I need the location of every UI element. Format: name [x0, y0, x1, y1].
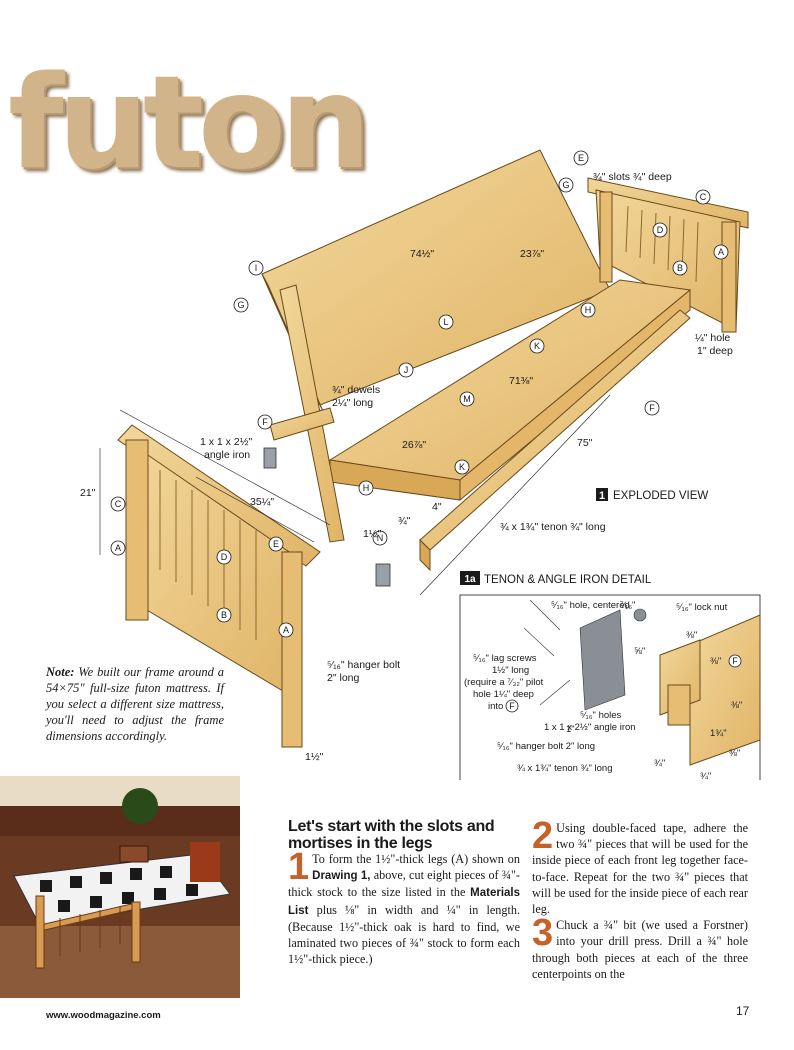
svg-text:D: D: [221, 552, 228, 562]
svg-text:K: K: [534, 341, 540, 351]
svg-text:1¾": 1¾": [710, 728, 727, 739]
step-2-number: 2: [532, 815, 554, 857]
label-1-1-2: 1½": [363, 528, 382, 540]
label-4: 4": [432, 501, 442, 513]
svg-text:¾": ¾": [654, 758, 665, 769]
back-frame-rails: [269, 284, 345, 543]
label-75: 75": [577, 437, 593, 449]
label-3-4: ¾": [398, 515, 411, 527]
svg-text:F: F: [509, 701, 515, 711]
svg-text:¾ x 1¾" tenon ¾" long: ¾ x 1¾" tenon ¾" long: [517, 763, 612, 774]
rear-leg-assembly: [587, 177, 749, 333]
label-71-3-8: 71⅜": [509, 375, 533, 387]
svg-text:into: into: [488, 701, 503, 712]
label-dowels-1: ¾" dowels: [332, 384, 380, 396]
svg-text:N: N: [377, 533, 384, 543]
svg-text:A: A: [115, 543, 121, 553]
seat-platform: [328, 279, 692, 502]
note-body: We built our frame around a 54×75" full-…: [46, 665, 224, 743]
front-rail: [419, 309, 691, 572]
svg-text:1: 1: [599, 490, 605, 502]
svg-text:G: G: [237, 300, 244, 310]
svg-text:I: I: [255, 263, 258, 273]
svg-text:C: C: [700, 192, 707, 202]
svg-text:H: H: [585, 305, 592, 315]
svg-text:F: F: [262, 417, 268, 427]
svg-text:⁵⁄₁₆" hanger bolt 2" long: ⁵⁄₁₆" hanger bolt 2" long: [497, 741, 595, 752]
svg-text:F: F: [732, 656, 738, 666]
step-3-text: Chuck a ¾" bit (we used a Forstner) into…: [532, 918, 748, 981]
svg-text:⁵⁄₁₆" hole, centered: ⁵⁄₁₆" hole, centered: [551, 600, 630, 611]
exploded-view-caption: 1 EXPLODED VIEW: [596, 488, 708, 502]
label-74-1-2: 74½": [410, 248, 434, 260]
footer-url: www.woodmagazine.com: [46, 1010, 161, 1021]
svg-text:1a: 1a: [464, 574, 476, 585]
label-tenon: ¾ x 1¾" tenon ¾" long: [500, 521, 606, 533]
label-26-7-8: 26⅞": [402, 439, 426, 451]
label-1-1-2-bottom: 1½": [305, 751, 324, 763]
svg-text:E: E: [273, 539, 279, 549]
svg-text:⁷⁄₁₆": ⁷⁄₁₆": [620, 600, 635, 611]
note-lead: Note:: [46, 665, 75, 679]
svg-text:E: E: [578, 153, 584, 163]
part-letter-callouts: E G C D A B I G H L K J M F F K H C E A …: [110, 150, 729, 638]
label-slots: ¾" slots ¾" deep: [593, 171, 672, 183]
svg-text:J: J: [404, 365, 409, 375]
svg-text:H: H: [363, 483, 370, 493]
page-number: 17: [736, 1004, 750, 1018]
futon-photo: [0, 776, 240, 998]
svg-text:1": 1": [566, 724, 575, 735]
step-1-number: 1: [288, 846, 310, 888]
svg-text:hole 1¼" deep: hole 1¼" deep: [473, 689, 534, 700]
svg-text:M: M: [463, 394, 471, 404]
svg-text:EXPLODED VIEW: EXPLODED VIEW: [613, 490, 708, 502]
svg-text:B: B: [677, 263, 683, 273]
svg-text:⁵⁄₁₆" holes: ⁵⁄₁₆" holes: [580, 710, 622, 721]
step-3-number: 3: [532, 912, 554, 955]
svg-text:K: K: [459, 462, 465, 472]
svg-text:B: B: [221, 610, 227, 620]
label-23-7-8: 23⅞": [520, 248, 544, 260]
svg-text:(require a ⁷⁄₃₂" pilot: (require a ⁷⁄₃₂" pilot: [464, 677, 544, 688]
svg-text:1½" long: 1½" long: [492, 665, 529, 676]
angle-iron-hardware: [263, 447, 391, 587]
svg-text:G: G: [562, 180, 569, 190]
svg-text:L: L: [443, 317, 448, 327]
svg-text:⁵⁄₁₆" lock nut: ⁵⁄₁₆" lock nut: [676, 602, 728, 613]
svg-text:⁵⁄₁₆" lag screws: ⁵⁄₁₆" lag screws: [473, 653, 537, 664]
section-headline: Let's start with the slots and mortises …: [288, 818, 495, 852]
article-column-2: 2 Using double-faced tape, adhere the tw…: [532, 815, 748, 982]
svg-text:¾": ¾": [700, 771, 711, 780]
svg-text:⅝": ⅝": [634, 646, 645, 657]
note-text: Note: We built our frame around a 54×75"…: [46, 664, 224, 744]
svg-text:A: A: [283, 625, 289, 635]
exploded-view-drawing: E G C D A B I G H L K J M F F K H C E A …: [80, 149, 761, 780]
svg-text:A: A: [718, 247, 724, 257]
step-2-text: Using double-faced tape, adhere the two …: [532, 821, 748, 917]
label-hole-1: ¼" hole: [695, 332, 730, 344]
label-dowels-2: 2¼" long: [332, 397, 373, 409]
svg-text:F: F: [649, 403, 655, 413]
label-35-1-4: 35¼": [250, 496, 274, 508]
page-title: futon: [8, 49, 371, 198]
label-angle-iron-1: 1 x 1 x 2½": [200, 436, 252, 448]
svg-text:C: C: [115, 499, 122, 509]
label-21: 21": [80, 487, 96, 499]
label-hanger-2: 2" long: [327, 672, 359, 684]
svg-text:⅜": ⅜": [686, 630, 697, 641]
label-angle-iron-2: angle iron: [204, 449, 250, 461]
svg-text:D: D: [657, 225, 664, 235]
svg-text:⅜": ⅜": [731, 700, 742, 711]
svg-text:TENON & ANGLE IRON DETAIL: TENON & ANGLE IRON DETAIL: [484, 574, 652, 586]
front-leg-assembly: [117, 424, 321, 748]
label-hanger-1: ⁵⁄₁₆" hanger bolt: [327, 659, 400, 671]
svg-text:⅜": ⅜": [729, 748, 740, 759]
detail-view: 1a TENON & ANGLE IRON DETAIL ⁵⁄₁₆" hole,…: [459, 571, 761, 780]
svg-text:⅜": ⅜": [710, 656, 721, 667]
svg-text:1 x 1 x 2½" angle iron: 1 x 1 x 2½" angle iron: [544, 722, 636, 733]
label-hole-2: 1" deep: [697, 345, 733, 357]
article-column-1: 1 To form the 1½"-thick legs (A) shown o…: [288, 846, 520, 967]
step-1-text: To form the 1½"-thick legs (A) shown on …: [288, 852, 520, 967]
